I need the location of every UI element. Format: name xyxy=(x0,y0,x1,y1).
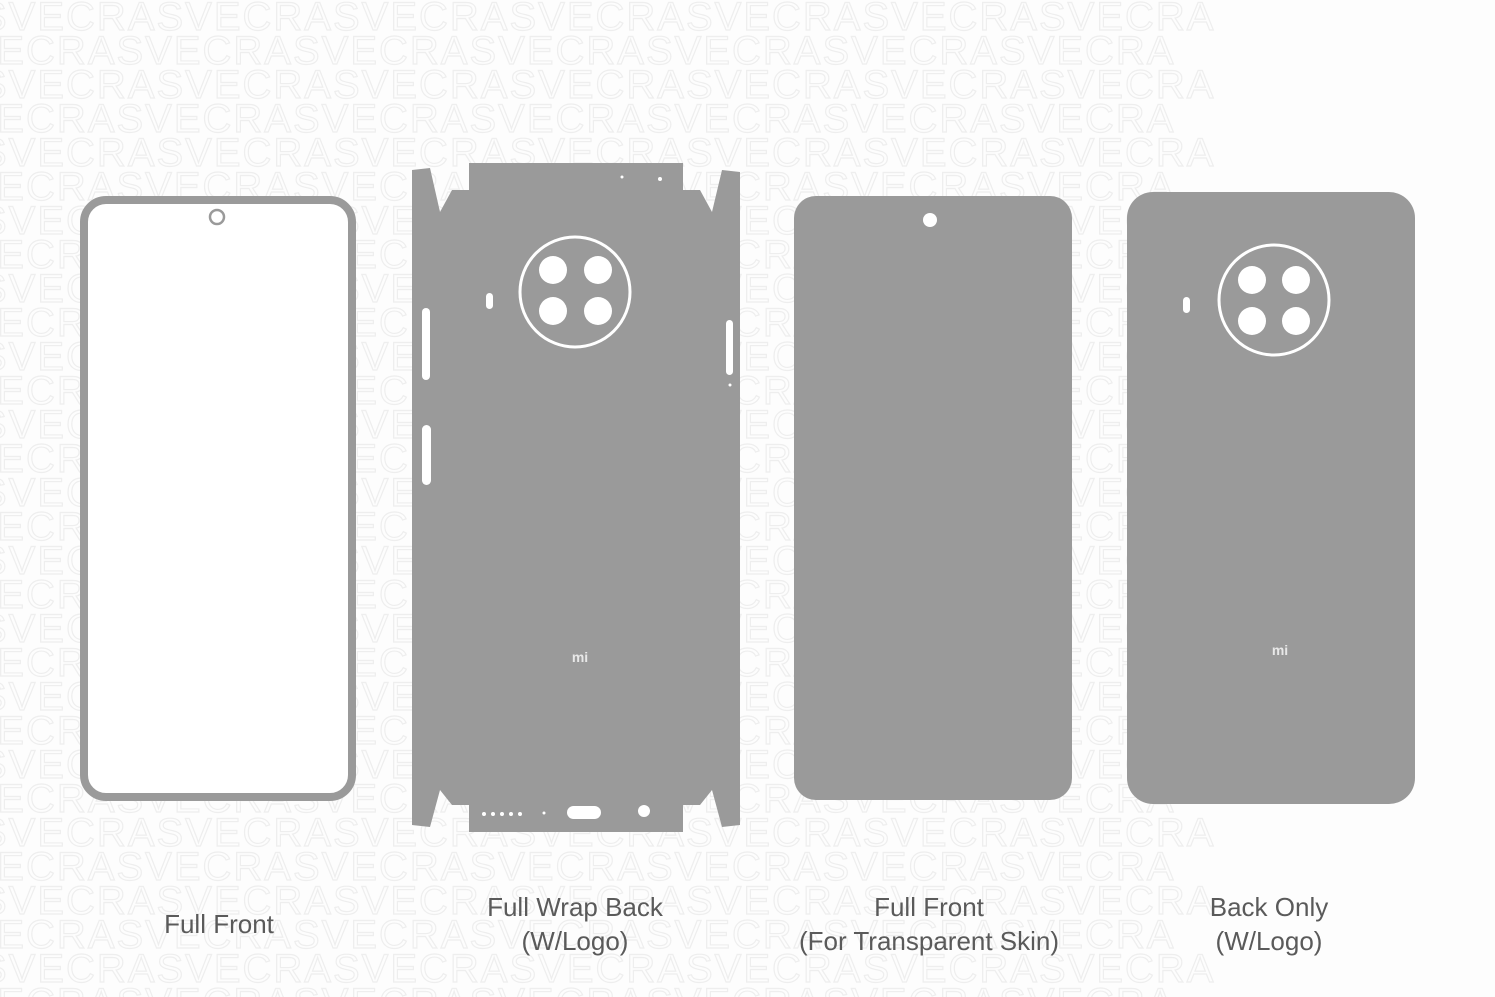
front-skin-body xyxy=(794,196,1072,800)
label-line: (For Transparent Skin) xyxy=(798,926,1060,956)
watermark-row: SVECRASVECRASVECRASVECRASVECRASVECRASVEC… xyxy=(0,981,1175,997)
full-front-transparent xyxy=(794,196,1072,800)
front-camera-hole xyxy=(208,208,226,226)
watermark-row: SVECRASVECRASVECRASVECRASVECRASVECRASVEC… xyxy=(0,845,1175,889)
watermark-row: SVECRASVECRASVECRASVECRASVECRASVECRASVEC… xyxy=(0,97,1175,141)
label-line: (W/Logo) xyxy=(1215,926,1323,956)
label-full-front: Full Front xyxy=(39,907,399,941)
label-line: Full Wrap Back xyxy=(487,892,663,922)
button-cutout xyxy=(726,320,733,375)
label-line: (W/Logo) xyxy=(521,926,629,956)
wrap-skin-body xyxy=(412,163,740,832)
mi-logo: mi xyxy=(1272,642,1288,658)
watermark-row: SVECRASVECRASVECRASVECRASVECRASVECRASVEC… xyxy=(0,947,1215,991)
label-full-wrap-back: Full Wrap Back (W/Logo) xyxy=(395,890,755,958)
button-cutout xyxy=(422,308,430,380)
back-skin-body xyxy=(1127,192,1415,804)
label-full-front-transparent: Full Front (For Transparent Skin) xyxy=(749,890,1109,958)
watermark-row: SVECRASVECRASVECRASVECRASVECRASVECRASVEC… xyxy=(0,0,1215,39)
bottom-port-cutouts xyxy=(482,805,650,819)
camera-ring xyxy=(518,235,632,349)
screen-outline xyxy=(80,196,356,801)
label-line: Full Front xyxy=(164,909,274,939)
back-only: mi xyxy=(1127,192,1415,804)
flash-cutout xyxy=(1183,297,1190,313)
label-line: Full Front xyxy=(874,892,984,922)
full-front-outline xyxy=(80,196,356,801)
watermark-row: SVECRASVECRASVECRASVECRASVECRASVECRASVEC… xyxy=(0,29,1175,73)
full-wrap-back: mi xyxy=(412,163,740,832)
label-line: Back Only xyxy=(1209,892,1329,922)
button-cutout xyxy=(422,425,431,485)
camera-ring xyxy=(1217,243,1331,357)
flash-cutout xyxy=(486,293,493,309)
watermark-row: SVECRASVECRASVECRASVECRASVECRASVECRASVEC… xyxy=(0,63,1215,107)
front-camera-hole xyxy=(923,213,937,227)
watermark-row: SVECRASVECRASVECRASVECRASVECRASVECRASVEC… xyxy=(0,879,1215,923)
watermark-row: SVECRASVECRASVECRASVECRASVECRASVECRASVEC… xyxy=(0,913,1175,957)
label-back-only: Back Only (W/Logo) xyxy=(1089,890,1449,958)
mi-logo: mi xyxy=(572,649,588,665)
